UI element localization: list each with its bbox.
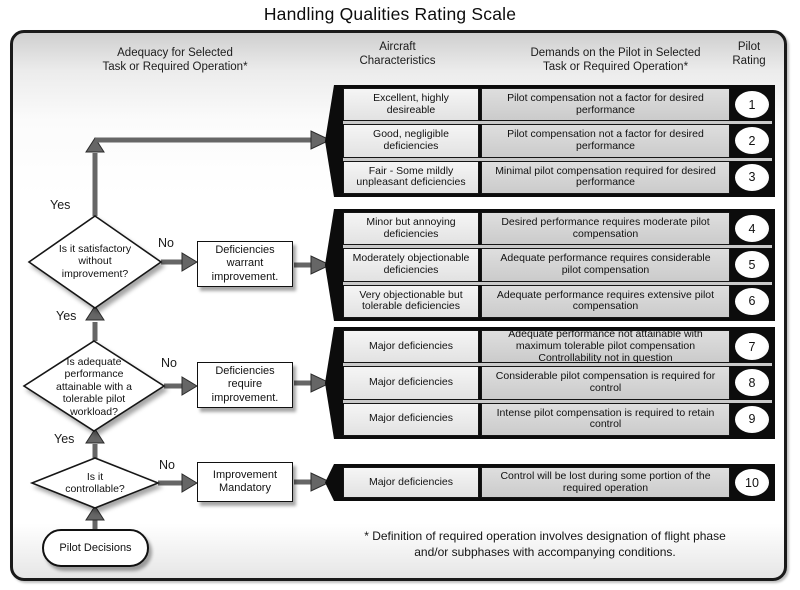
no-label: No <box>158 236 174 250</box>
table-row: Major deficiencies Control will be lost … <box>343 467 772 498</box>
rating-badge: 7 <box>735 333 769 361</box>
cell-aircraft-characteristics: Minor but annoying deficiencies <box>343 212 479 246</box>
cell-rating: 8 <box>732 366 772 399</box>
action-box-improvement-mandatory: Improvement Mandatory <box>197 462 293 502</box>
flow-arrow-require-to-group3 <box>294 373 332 393</box>
cell-rating: 2 <box>732 124 772 157</box>
cell-pilot-demands: Minimal pilot compensation required for … <box>481 160 730 194</box>
cell-rating: 6 <box>732 285 772 318</box>
cell-aircraft-characteristics: Moderately objectionable deficiencies <box>343 248 479 282</box>
cell-rating: 7 <box>732 330 772 363</box>
decision-diamond-satisfactory <box>27 215 163 309</box>
yes-label: Yes <box>56 309 77 323</box>
flow-arrow-controllable-to-workload <box>85 428 105 458</box>
cell-aircraft-characteristics: Major deficiencies <box>343 366 479 400</box>
cell-rating: 10 <box>732 467 772 498</box>
flow-arrow-start-to-controllable <box>85 505 105 529</box>
table-row: Major deficiencies Considerable pilot co… <box>343 363 772 400</box>
rating-badge: 6 <box>735 287 769 315</box>
no-label: No <box>159 458 175 472</box>
cell-aircraft-characteristics: Major deficiencies <box>343 467 479 498</box>
action-box-deficiencies-require: Deficiencies require improvement. <box>197 362 293 408</box>
flow-arrow-workload-to-satisfactory <box>85 305 105 341</box>
footnote: * Definition of required operation invol… <box>364 529 726 559</box>
cell-aircraft-characteristics: Major deficiencies <box>343 402 479 436</box>
table-row: Excellent, highly desireable Pilot compe… <box>343 88 772 122</box>
flow-arrow-satisfactory-yes-to-group1 <box>85 130 332 216</box>
table-row: Major deficiencies Intense pilot compens… <box>343 399 772 436</box>
rating-badge: 1 <box>735 91 769 119</box>
cell-rating: 5 <box>732 248 772 281</box>
cell-pilot-demands: Adequate performance requires extensive … <box>481 284 730 318</box>
cell-aircraft-characteristics: Fair - Some mildly unpleasant deficienci… <box>343 160 479 194</box>
cell-rating: 9 <box>732 403 772 436</box>
cell-pilot-demands: Adequate performance not attainable with… <box>481 330 730 364</box>
cell-rating: 1 <box>732 88 772 121</box>
flow-arrow-mandatory-to-group4 <box>294 472 332 492</box>
start-node-pilot-decisions: Pilot Decisions <box>42 529 149 567</box>
rating-group-4-6: Minor but annoying deficiencies Desired … <box>325 209 775 321</box>
rating-badge: 10 <box>735 469 769 496</box>
action-box-deficiencies-warrant: Deficiencies warrant improvement. <box>197 241 293 287</box>
rating-group-1-3: Excellent, highly desireable Pilot compe… <box>325 85 775 197</box>
column-header-pilot-rating: Pilot Rating <box>732 41 766 68</box>
rating-badge: 5 <box>735 251 769 279</box>
table-row: Good, negligible deficiencies Pilot comp… <box>343 121 772 158</box>
page-title: Handling Qualities Rating Scale <box>263 4 517 24</box>
rating-badge: 3 <box>735 163 769 191</box>
table-row: Minor but annoying deficiencies Desired … <box>343 212 772 246</box>
table-row: Fair - Some mildly unpleasant deficienci… <box>343 157 772 194</box>
decision-controllable-label: Is it controllable? <box>65 471 125 496</box>
cell-pilot-demands: Pilot compensation not a factor for desi… <box>481 124 730 158</box>
cell-rating: 3 <box>732 161 772 194</box>
cell-pilot-demands: Intense pilot compensation is required t… <box>481 402 730 436</box>
cell-aircraft-characteristics: Major deficiencies <box>343 330 479 364</box>
table-row: Moderately objectionable deficiencies Ad… <box>343 245 772 282</box>
decision-workload-label: Is adequate performance attainable with … <box>56 356 132 418</box>
decision-diamond-controllable <box>29 457 161 509</box>
table-row: Very objectionable but tolerable deficie… <box>343 281 772 318</box>
rating-badge: 8 <box>735 369 769 397</box>
column-header-aircraft-characteristics: Aircraft Characteristics <box>359 41 436 68</box>
cell-aircraft-characteristics: Excellent, highly desireable <box>343 88 479 122</box>
rating-group-10: Major deficiencies Control will be lost … <box>325 464 775 501</box>
no-label: No <box>161 356 177 370</box>
rating-badge: 4 <box>735 215 769 243</box>
cell-pilot-demands: Considerable pilot compensation is requi… <box>481 366 730 400</box>
cell-pilot-demands: Control will be lost during some portion… <box>481 467 730 498</box>
cell-pilot-demands: Pilot compensation not a factor for desi… <box>481 88 730 122</box>
column-header-demands: Demands on the Pilot in Selected Task or… <box>530 47 701 74</box>
decision-diamond-workload <box>22 340 166 432</box>
table-row: Major deficiencies Adequate performance … <box>343 330 772 364</box>
cell-aircraft-characteristics: Good, negligible deficiencies <box>343 124 479 158</box>
cell-rating: 4 <box>732 212 772 245</box>
yes-label: Yes <box>50 198 71 212</box>
rating-group-7-9: Major deficiencies Adequate performance … <box>325 327 775 439</box>
cell-pilot-demands: Desired performance requires moderate pi… <box>481 212 730 246</box>
flow-arrow-workload-no <box>164 376 198 396</box>
decision-satisfactory-label: Is it satisfactory without improvement? <box>58 243 132 280</box>
flow-arrow-satisfactory-no <box>161 252 198 272</box>
rating-badge: 2 <box>735 127 769 155</box>
flow-arrow-controllable-no <box>158 473 198 493</box>
cell-aircraft-characteristics: Very objectionable but tolerable deficie… <box>343 284 479 318</box>
column-header-adequacy: Adequacy for Selected Task or Required O… <box>102 47 248 74</box>
rating-badge: 9 <box>735 405 769 433</box>
cell-pilot-demands: Adequate performance requires considerab… <box>481 248 730 282</box>
yes-label: Yes <box>54 432 75 446</box>
flow-arrow-warrant-to-group2 <box>294 255 332 275</box>
